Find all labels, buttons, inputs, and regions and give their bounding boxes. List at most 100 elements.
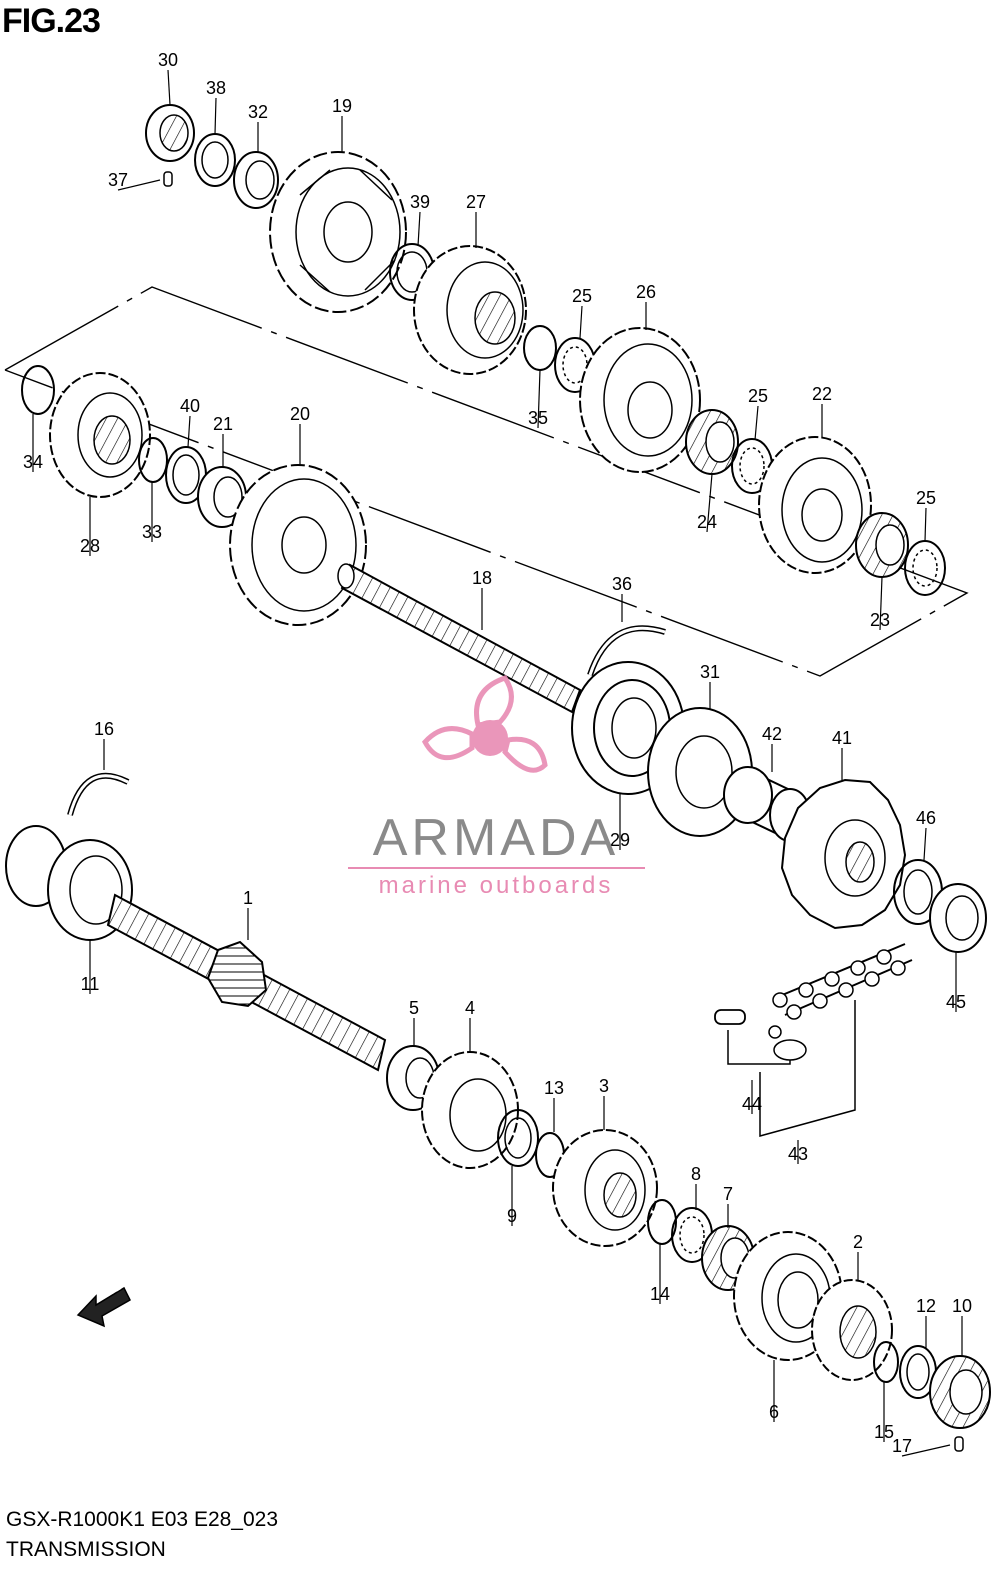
part-35-circlip: [523, 325, 557, 371]
part-18-countershaft: [337, 563, 582, 714]
leader-line-37: [117, 179, 161, 191]
leader-line-38: [214, 97, 217, 135]
callout-32: 32: [248, 102, 268, 122]
part-26-gear: [579, 327, 701, 473]
part-19-gear: [269, 151, 407, 313]
callout-36: 36: [612, 574, 632, 594]
callout-2: 2: [853, 1232, 863, 1252]
callout-42: 42: [762, 724, 782, 744]
callout-10: 10: [952, 1296, 972, 1316]
leader-line-40: [187, 415, 191, 448]
callout-25a: 25: [572, 286, 592, 306]
callout-7: 7: [723, 1184, 733, 1204]
callout-5: 5: [409, 998, 419, 1018]
part-43-drive-chain: [772, 943, 913, 1020]
callout-44: 44: [742, 1094, 762, 1114]
callout-9: 9: [507, 1206, 517, 1226]
callout-19: 19: [332, 96, 352, 116]
callout-3: 3: [599, 1076, 609, 1096]
callout-30: 30: [158, 50, 178, 70]
callout-20: 20: [290, 404, 310, 424]
part-1-mainshaft: [106, 893, 387, 1072]
part-17-pin: [954, 1436, 964, 1452]
leader-line-46: [923, 827, 927, 861]
callout-4: 4: [465, 998, 475, 1018]
callout-22: 22: [812, 384, 832, 404]
fwd-arrow-icon: [76, 1286, 131, 1328]
callout-43: 43: [788, 1144, 808, 1164]
callout-24: 24: [697, 512, 717, 532]
leader-line-25a: [579, 305, 583, 339]
leader-line-25c: [924, 507, 927, 542]
part-9-washer: [497, 1109, 539, 1167]
callout-46: 46: [916, 808, 936, 828]
callout-17: 17: [892, 1436, 912, 1456]
watermark-tagline: marine outboards: [378, 872, 614, 899]
callout-layer: 1234567891011121314151617181920212223242…: [23, 50, 972, 1457]
part-28-gear: [49, 372, 151, 498]
part-38-washer: [194, 133, 236, 187]
part-30-bearing: [145, 104, 195, 162]
callout-6: 6: [769, 1402, 779, 1422]
watermark-brand: ARMADA: [372, 809, 620, 867]
part-16-retainer: [67, 772, 130, 816]
leader-line-25b: [754, 405, 759, 441]
callout-25c: 25: [916, 488, 936, 508]
callout-41: 41: [832, 728, 852, 748]
callout-1: 1: [243, 888, 253, 908]
callout-34: 34: [23, 452, 43, 472]
callout-14: 14: [650, 1284, 670, 1304]
callout-23: 23: [870, 610, 890, 630]
callout-16: 16: [94, 719, 114, 739]
part-3-gear: [552, 1129, 658, 1247]
part-24-needle-bearing: [685, 409, 739, 475]
part-27-gear: [413, 245, 527, 375]
callout-18: 18: [472, 568, 492, 588]
countershaft-assembly-outline: [4, 286, 969, 677]
callout-21: 21: [213, 414, 233, 434]
group-name: TRANSMISSION: [6, 1538, 166, 1561]
callout-11: 11: [81, 974, 100, 994]
part-44-chain-joint: [714, 1009, 807, 1061]
callout-25b: 25: [748, 386, 768, 406]
callout-27: 27: [466, 192, 486, 212]
part-32-bushing: [233, 151, 279, 209]
leader-line-24: [706, 473, 713, 533]
leader-line-39: [417, 211, 421, 247]
callout-45: 45: [946, 992, 966, 1012]
part-10-bearing: [929, 1355, 991, 1429]
part-14-circlip: [647, 1199, 677, 1245]
callout-31: 31: [700, 662, 720, 682]
leader-line-30: [167, 69, 171, 106]
callout-29: 29: [610, 830, 630, 850]
callout-26: 26: [636, 282, 656, 302]
part-34-circlip: [21, 365, 55, 415]
callout-37: 37: [108, 170, 128, 190]
callout-38: 38: [206, 78, 226, 98]
part-20-gear: [229, 464, 367, 626]
propeller-logo-icon: [421, 675, 548, 773]
part-33-circlip: [138, 437, 168, 483]
part-15-circlip: [873, 1341, 899, 1383]
callout-15: 15: [874, 1422, 894, 1442]
figure-title: FIG.23: [2, 2, 101, 40]
model-code: GSX-R1000K1 E03 E28_023: [6, 1508, 279, 1531]
leader-line-23: [879, 576, 883, 631]
part-36-retainer: [587, 625, 666, 676]
part-23-bushing: [855, 512, 909, 578]
callout-40: 40: [180, 396, 200, 416]
leader-line-17: [901, 1444, 951, 1457]
callout-8: 8: [691, 1164, 701, 1184]
part-4-gear: [421, 1051, 519, 1169]
callout-35: 35: [528, 408, 548, 428]
callout-33: 33: [142, 522, 162, 542]
part-45-oil-seal: [929, 883, 987, 953]
part-25-washer-c: [904, 540, 946, 596]
callout-28: 28: [80, 536, 100, 556]
chain-bracket-lines: [727, 1000, 856, 1137]
leader-line-35: [537, 369, 541, 429]
part-41-engine-sprocket: [780, 778, 907, 930]
callout-12: 12: [916, 1296, 936, 1316]
callout-39: 39: [410, 192, 430, 212]
